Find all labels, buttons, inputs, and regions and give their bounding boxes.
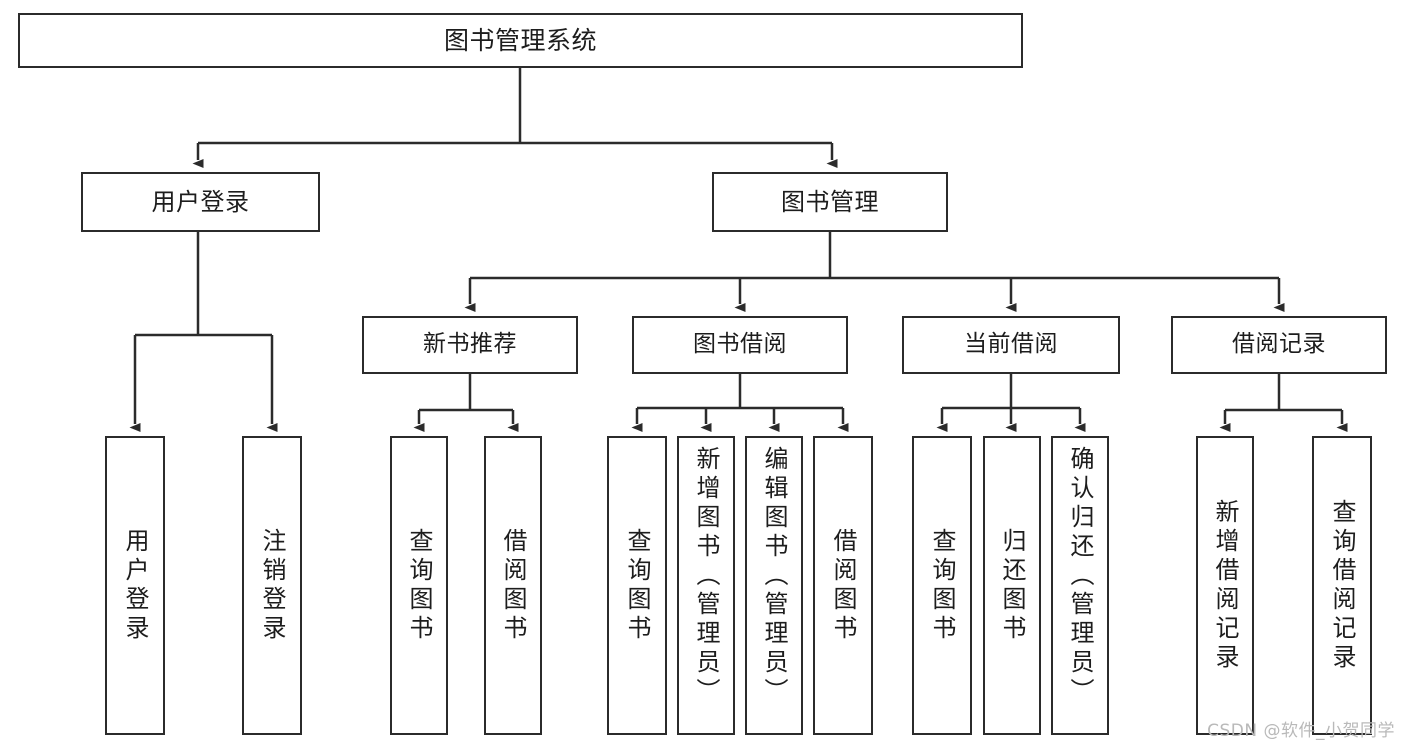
node-leaf-edit-book-admin[interactable]: 编辑图书（管理员） (745, 436, 803, 735)
node-current-borrow-label: 当前借阅 (964, 331, 1058, 358)
node-leaf-borrow-book-2-label: 借阅图书 (829, 527, 857, 644)
node-book-borrow-label: 图书借阅 (693, 331, 787, 358)
node-borrow-record[interactable]: 借阅记录 (1171, 316, 1387, 374)
csdn-watermark: CSDN @软件_小贺同学 (1207, 721, 1395, 741)
node-user-login[interactable]: 用户登录 (81, 172, 320, 232)
node-leaf-query-book-3-label: 查询图书 (928, 527, 956, 644)
node-leaf-edit-book-admin-label: 编辑图书（管理员） (760, 446, 788, 707)
node-leaf-borrow-book-2[interactable]: 借阅图书 (813, 436, 873, 735)
node-current-borrow[interactable]: 当前借阅 (902, 316, 1120, 374)
node-leaf-user-login[interactable]: 用户登录 (105, 436, 165, 735)
node-leaf-confirm-return-admin-label: 确认归还（管理员） (1066, 446, 1094, 707)
node-leaf-add-borrow-record[interactable]: 新增借阅记录 (1196, 436, 1254, 735)
node-new-book-recommend[interactable]: 新书推荐 (362, 316, 578, 374)
node-leaf-return-book-label: 归还图书 (998, 527, 1026, 644)
node-root[interactable]: 图书管理系统 (18, 13, 1023, 68)
node-leaf-query-borrow-record[interactable]: 查询借阅记录 (1312, 436, 1372, 735)
node-leaf-add-borrow-record-label: 新增借阅记录 (1211, 498, 1239, 673)
node-leaf-add-book-admin[interactable]: 新增图书（管理员） (677, 436, 735, 735)
node-leaf-add-book-admin-label: 新增图书（管理员） (692, 446, 720, 707)
node-book-borrow[interactable]: 图书借阅 (632, 316, 848, 374)
node-root-label: 图书管理系统 (443, 25, 597, 55)
node-leaf-user-login-label: 用户登录 (121, 527, 149, 644)
node-leaf-query-book-1-label: 查询图书 (405, 527, 433, 644)
node-new-book-recommend-label: 新书推荐 (423, 331, 517, 358)
node-leaf-return-book[interactable]: 归还图书 (983, 436, 1041, 735)
node-user-login-label: 用户登录 (151, 187, 250, 216)
node-leaf-logout-login[interactable]: 注销登录 (242, 436, 302, 735)
node-leaf-query-book-1[interactable]: 查询图书 (390, 436, 448, 735)
node-leaf-query-book-2-label: 查询图书 (623, 527, 651, 644)
node-leaf-query-borrow-record-label: 查询借阅记录 (1328, 498, 1356, 673)
node-book-manage[interactable]: 图书管理 (712, 172, 948, 232)
node-leaf-borrow-book-1[interactable]: 借阅图书 (484, 436, 542, 735)
node-leaf-borrow-book-1-label: 借阅图书 (499, 527, 527, 644)
node-leaf-logout-login-label: 注销登录 (258, 527, 286, 644)
node-leaf-query-book-2[interactable]: 查询图书 (607, 436, 667, 735)
node-book-manage-label: 图书管理 (781, 187, 879, 216)
node-leaf-query-book-3[interactable]: 查询图书 (912, 436, 972, 735)
node-leaf-confirm-return-admin[interactable]: 确认归还（管理员） (1051, 436, 1109, 735)
node-borrow-record-label: 借阅记录 (1232, 331, 1326, 358)
